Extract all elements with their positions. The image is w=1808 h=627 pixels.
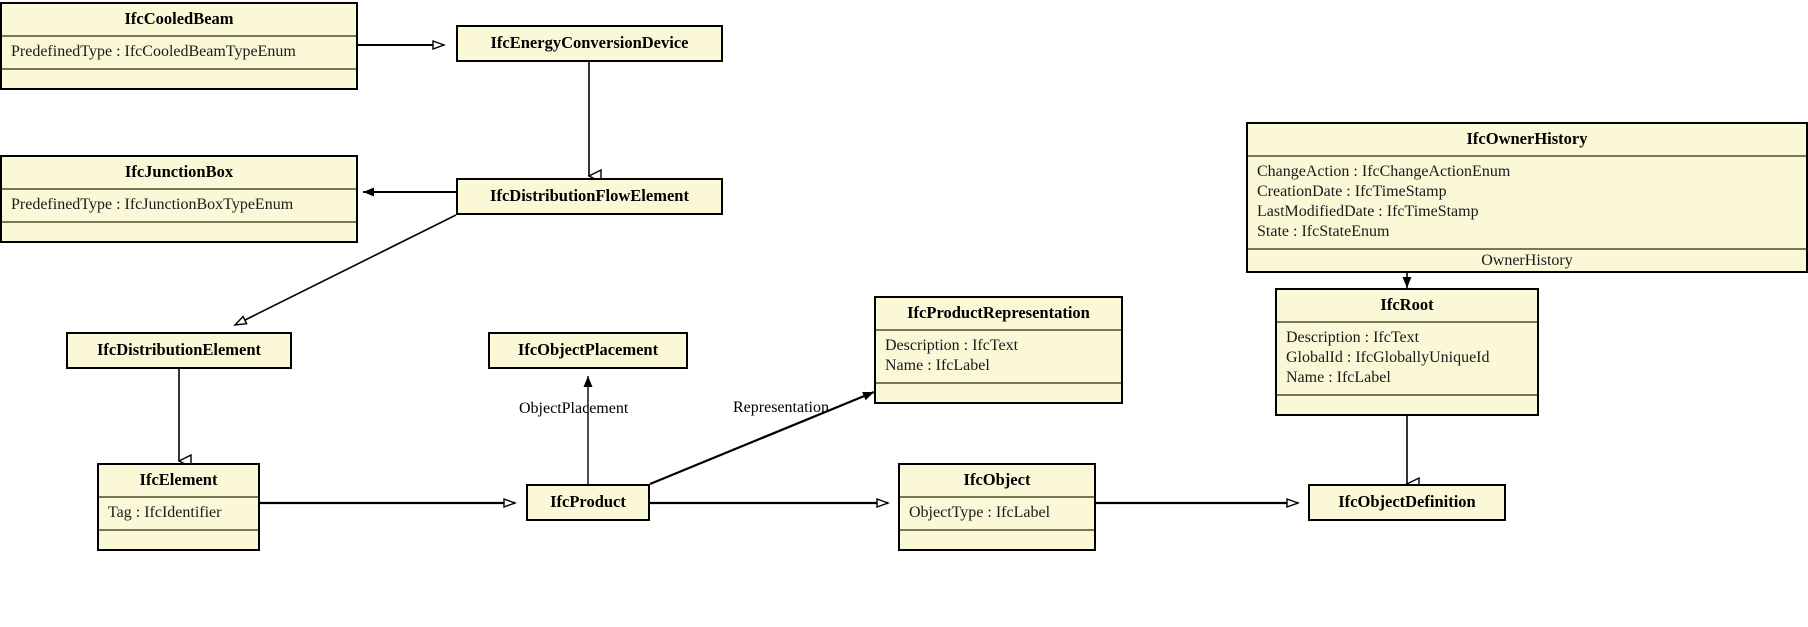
attribute-compartment: ChangeAction : IfcChangeActionEnum Creat… <box>1248 157 1806 248</box>
class-name: IfcJunctionBox <box>124 162 234 181</box>
compartment-divider <box>1277 393 1537 396</box>
class-box-ifcenergyconversiondevice[interactable]: IfcEnergyConversionDevice <box>456 25 723 62</box>
class-box-ifccooledbeam[interactable]: IfcCooledBeam PredefinedType : IfcCooled… <box>0 2 358 90</box>
class-name: IfcObjectPlacement <box>517 340 659 359</box>
operation-compartment <box>900 531 1094 549</box>
attribute: ObjectType : IfcLabel <box>909 503 1051 521</box>
class-box-ifcproduct[interactable]: IfcProduct <box>526 484 650 521</box>
attribute-compartment: Description : IfcText Name : IfcLabel <box>876 331 1121 382</box>
attribute: LastModifiedDate : IfcTimeStamp <box>1257 202 1479 220</box>
class-name: IfcProduct <box>550 492 626 511</box>
class-box-ifcobjectplacement[interactable]: IfcObjectPlacement <box>488 332 688 369</box>
class-name: IfcObject <box>963 470 1031 489</box>
compartment-divider <box>876 381 1121 384</box>
class-box-ifcobjectdefinition[interactable]: IfcObjectDefinition <box>1308 484 1506 521</box>
attribute: CreationDate : IfcTimeStamp <box>1257 182 1447 200</box>
operation-compartment <box>2 70 356 88</box>
class-box-ifcproductrepresentation[interactable]: IfcProductRepresentation Description : I… <box>874 296 1123 404</box>
class-name: IfcRoot <box>1380 295 1434 314</box>
compartment-divider <box>99 495 258 498</box>
attribute-compartment: PredefinedType : IfcCooledBeamTypeEnum <box>2 37 356 68</box>
compartment-divider <box>2 187 356 190</box>
class-box-ifcdistributionflowelement[interactable]: IfcDistributionFlowElement <box>456 178 723 215</box>
attribute-compartment: PredefinedType : IfcJunctionBoxTypeEnum <box>2 190 356 221</box>
compartment-divider <box>1248 247 1806 250</box>
attribute: PredefinedType : IfcJunctionBoxTypeEnum <box>11 195 294 213</box>
attribute: Description : IfcText <box>1286 328 1420 346</box>
class-name: IfcCooledBeam <box>124 9 234 28</box>
class-box-ifcjunctionbox[interactable]: IfcJunctionBox PredefinedType : IfcJunct… <box>0 155 358 243</box>
association-role-label: OwnerHistory <box>1481 251 1573 269</box>
operation-compartment <box>2 223 356 241</box>
class-box-ifcroot[interactable]: IfcRoot Description : IfcText GlobalId :… <box>1275 288 1539 416</box>
compartment-divider <box>99 528 258 531</box>
attribute: Name : IfcLabel <box>1286 368 1391 386</box>
compartment-divider <box>2 34 356 37</box>
class-name: IfcOwnerHistory <box>1466 129 1588 148</box>
operation-compartment <box>1277 396 1537 414</box>
attribute: GlobalId : IfcGloballyUniqueId <box>1286 348 1490 366</box>
attribute: Tag : IfcIdentifier <box>108 503 222 521</box>
class-box-ifcdistributionelement[interactable]: IfcDistributionElement <box>66 332 292 369</box>
class-name: IfcObjectDefinition <box>1338 492 1476 511</box>
edge-distributionflowelement-to-distributionelement <box>235 214 457 325</box>
compartment-divider <box>900 495 1094 498</box>
class-box-ifcelement[interactable]: IfcElement Tag : IfcIdentifier <box>97 463 260 551</box>
class-box-ifcobject[interactable]: IfcObject ObjectType : IfcLabel <box>898 463 1096 551</box>
operation-compartment <box>99 531 258 549</box>
attribute-compartment: Tag : IfcIdentifier <box>99 498 258 529</box>
class-name: IfcDistributionFlowElement <box>490 186 689 205</box>
edge-label-representation: Representation <box>733 399 829 416</box>
compartment-divider <box>876 328 1121 331</box>
class-name: IfcDistributionElement <box>96 340 262 359</box>
operation-compartment <box>876 384 1121 402</box>
edge-product-to-productrepresentation <box>649 390 875 486</box>
class-name: IfcElement <box>139 470 218 489</box>
class-name: IfcProductRepresentation <box>907 303 1090 322</box>
attribute-compartment: Description : IfcText GlobalId : IfcGlob… <box>1277 323 1537 394</box>
attribute: State : IfcStateEnum <box>1257 222 1390 240</box>
class-name: IfcEnergyConversionDevice <box>490 33 689 52</box>
attribute: PredefinedType : IfcCooledBeamTypeEnum <box>11 42 296 60</box>
attribute: Name : IfcLabel <box>885 356 990 374</box>
compartment-divider <box>900 528 1094 531</box>
attribute: ChangeAction : IfcChangeActionEnum <box>1257 162 1511 180</box>
edge-label-objectplacement: ObjectPlacement <box>519 400 629 417</box>
compartment-divider <box>2 220 356 223</box>
compartment-divider <box>2 67 356 70</box>
class-box-ifcownerhistory[interactable]: IfcOwnerHistory ChangeAction : IfcChange… <box>1246 122 1808 273</box>
attribute-compartment: ObjectType : IfcLabel <box>900 498 1094 529</box>
compartment-divider <box>1248 154 1806 157</box>
compartment-divider <box>1277 320 1537 323</box>
attribute: Description : IfcText <box>885 336 1019 354</box>
